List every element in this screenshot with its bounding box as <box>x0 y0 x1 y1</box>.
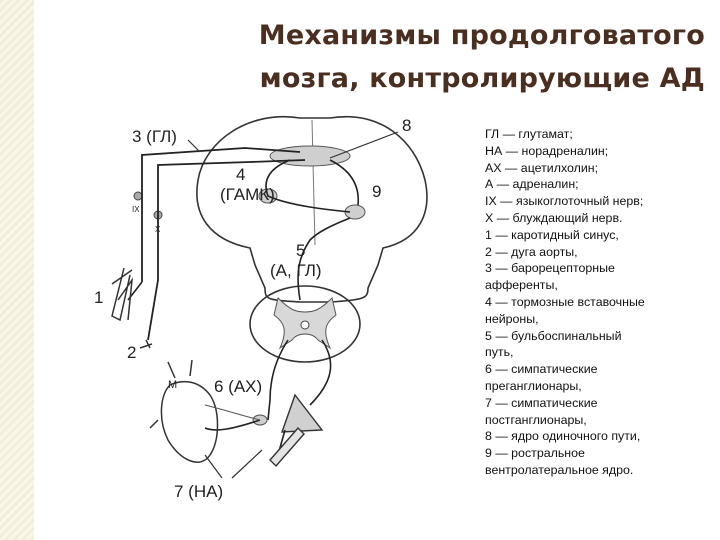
ntS-to-rvlm <box>329 159 359 206</box>
legend-line: 7 — симпатические <box>485 395 598 410</box>
label-m: M <box>168 379 177 391</box>
label3-pointer <box>187 139 201 153</box>
ganglion-ix <box>133 191 143 201</box>
label8-pointer <box>329 131 399 159</box>
legend-line: постганглионары, <box>485 412 587 427</box>
label-5-transmitters: (А, ГЛ) <box>270 261 322 280</box>
bulbospinal-pathway <box>297 217 351 301</box>
legend-line: нейроны, <box>485 311 539 326</box>
aortic-arch-marker <box>139 339 153 349</box>
slide-title: Механизмы продолговатого мозга, контроли… <box>175 14 705 100</box>
label-6: 6 (АХ) <box>214 377 262 396</box>
central-canal <box>300 320 310 330</box>
legend-line: преганглионары, <box>485 378 582 393</box>
label-3: 3 (ГЛ) <box>132 127 177 146</box>
legend-line: афференты, <box>485 278 558 293</box>
label-9: 9 <box>372 182 381 201</box>
legend-line: вентролатеральное ядро. <box>485 462 634 477</box>
label-x: X <box>155 225 161 234</box>
legend-line: IX — языкоглоточный нерв; <box>485 194 644 209</box>
spinal-cord-section <box>249 285 361 363</box>
postganglionic-to-heart <box>204 419 261 431</box>
label-4-gaba: (ГАМК) <box>220 185 275 204</box>
medulla-outline <box>196 115 428 303</box>
heart-vagal-fiber <box>204 404 261 421</box>
carotid-sinus <box>111 267 134 322</box>
legend-line: 2 — дуга аорты, <box>485 244 578 259</box>
preganglionic-fiber-2 <box>309 339 332 406</box>
legend-line: НА — норадреналин; <box>485 143 609 158</box>
legend-line: 8 — ядро одиночного пути, <box>485 429 641 444</box>
legend-line: ГЛ — глутамат; <box>485 127 573 141</box>
label-ix: IX <box>132 205 140 214</box>
legend-line: 3 — барорецепторные <box>485 261 615 276</box>
label-2: 2 <box>127 343 136 362</box>
label-8: 8 <box>402 116 411 135</box>
label-5: 5 <box>296 241 305 260</box>
legend-line: А — адреналин; <box>485 177 579 192</box>
heart-sketch <box>149 359 219 463</box>
medulla-midline <box>311 119 316 246</box>
afferent-fiber-ix <box>141 147 301 282</box>
label7-pointer-right <box>231 449 263 479</box>
label-4: 4 <box>236 165 245 184</box>
legend-line: 1 — каротидный синус, <box>485 227 619 242</box>
afferent-fiber-x <box>147 159 306 341</box>
label7-pointer-left <box>204 454 223 479</box>
title-line-1: Механизмы продолговатого <box>258 20 705 51</box>
decorative-left-band <box>0 0 34 540</box>
preganglionic-fiber <box>267 339 289 421</box>
legend-line: 6 — симпатические <box>485 362 598 377</box>
legend-line: 9 — ростральное <box>485 446 585 461</box>
title-line-2: мозга, контролирующие АД <box>259 63 705 94</box>
legend-line: 4 — тормозные вставочные <box>485 294 645 309</box>
inhibitory-pathway <box>265 159 351 213</box>
legend: ГЛ — глутамат; НА — норадреналин; АХ — аце… <box>485 126 717 479</box>
legend-line: X — блуждающий нерв. <box>485 210 623 225</box>
legend-line: путь, <box>485 345 514 360</box>
blood-vessel <box>269 426 305 468</box>
sympathetic-ganglion <box>280 393 324 433</box>
label-7: 7 (НА) <box>174 482 223 501</box>
legend-line: АХ — ацетилхолин; <box>485 160 599 175</box>
label-1: 1 <box>94 288 103 307</box>
legend-line: 5 — бульбоспинальный <box>485 328 622 343</box>
